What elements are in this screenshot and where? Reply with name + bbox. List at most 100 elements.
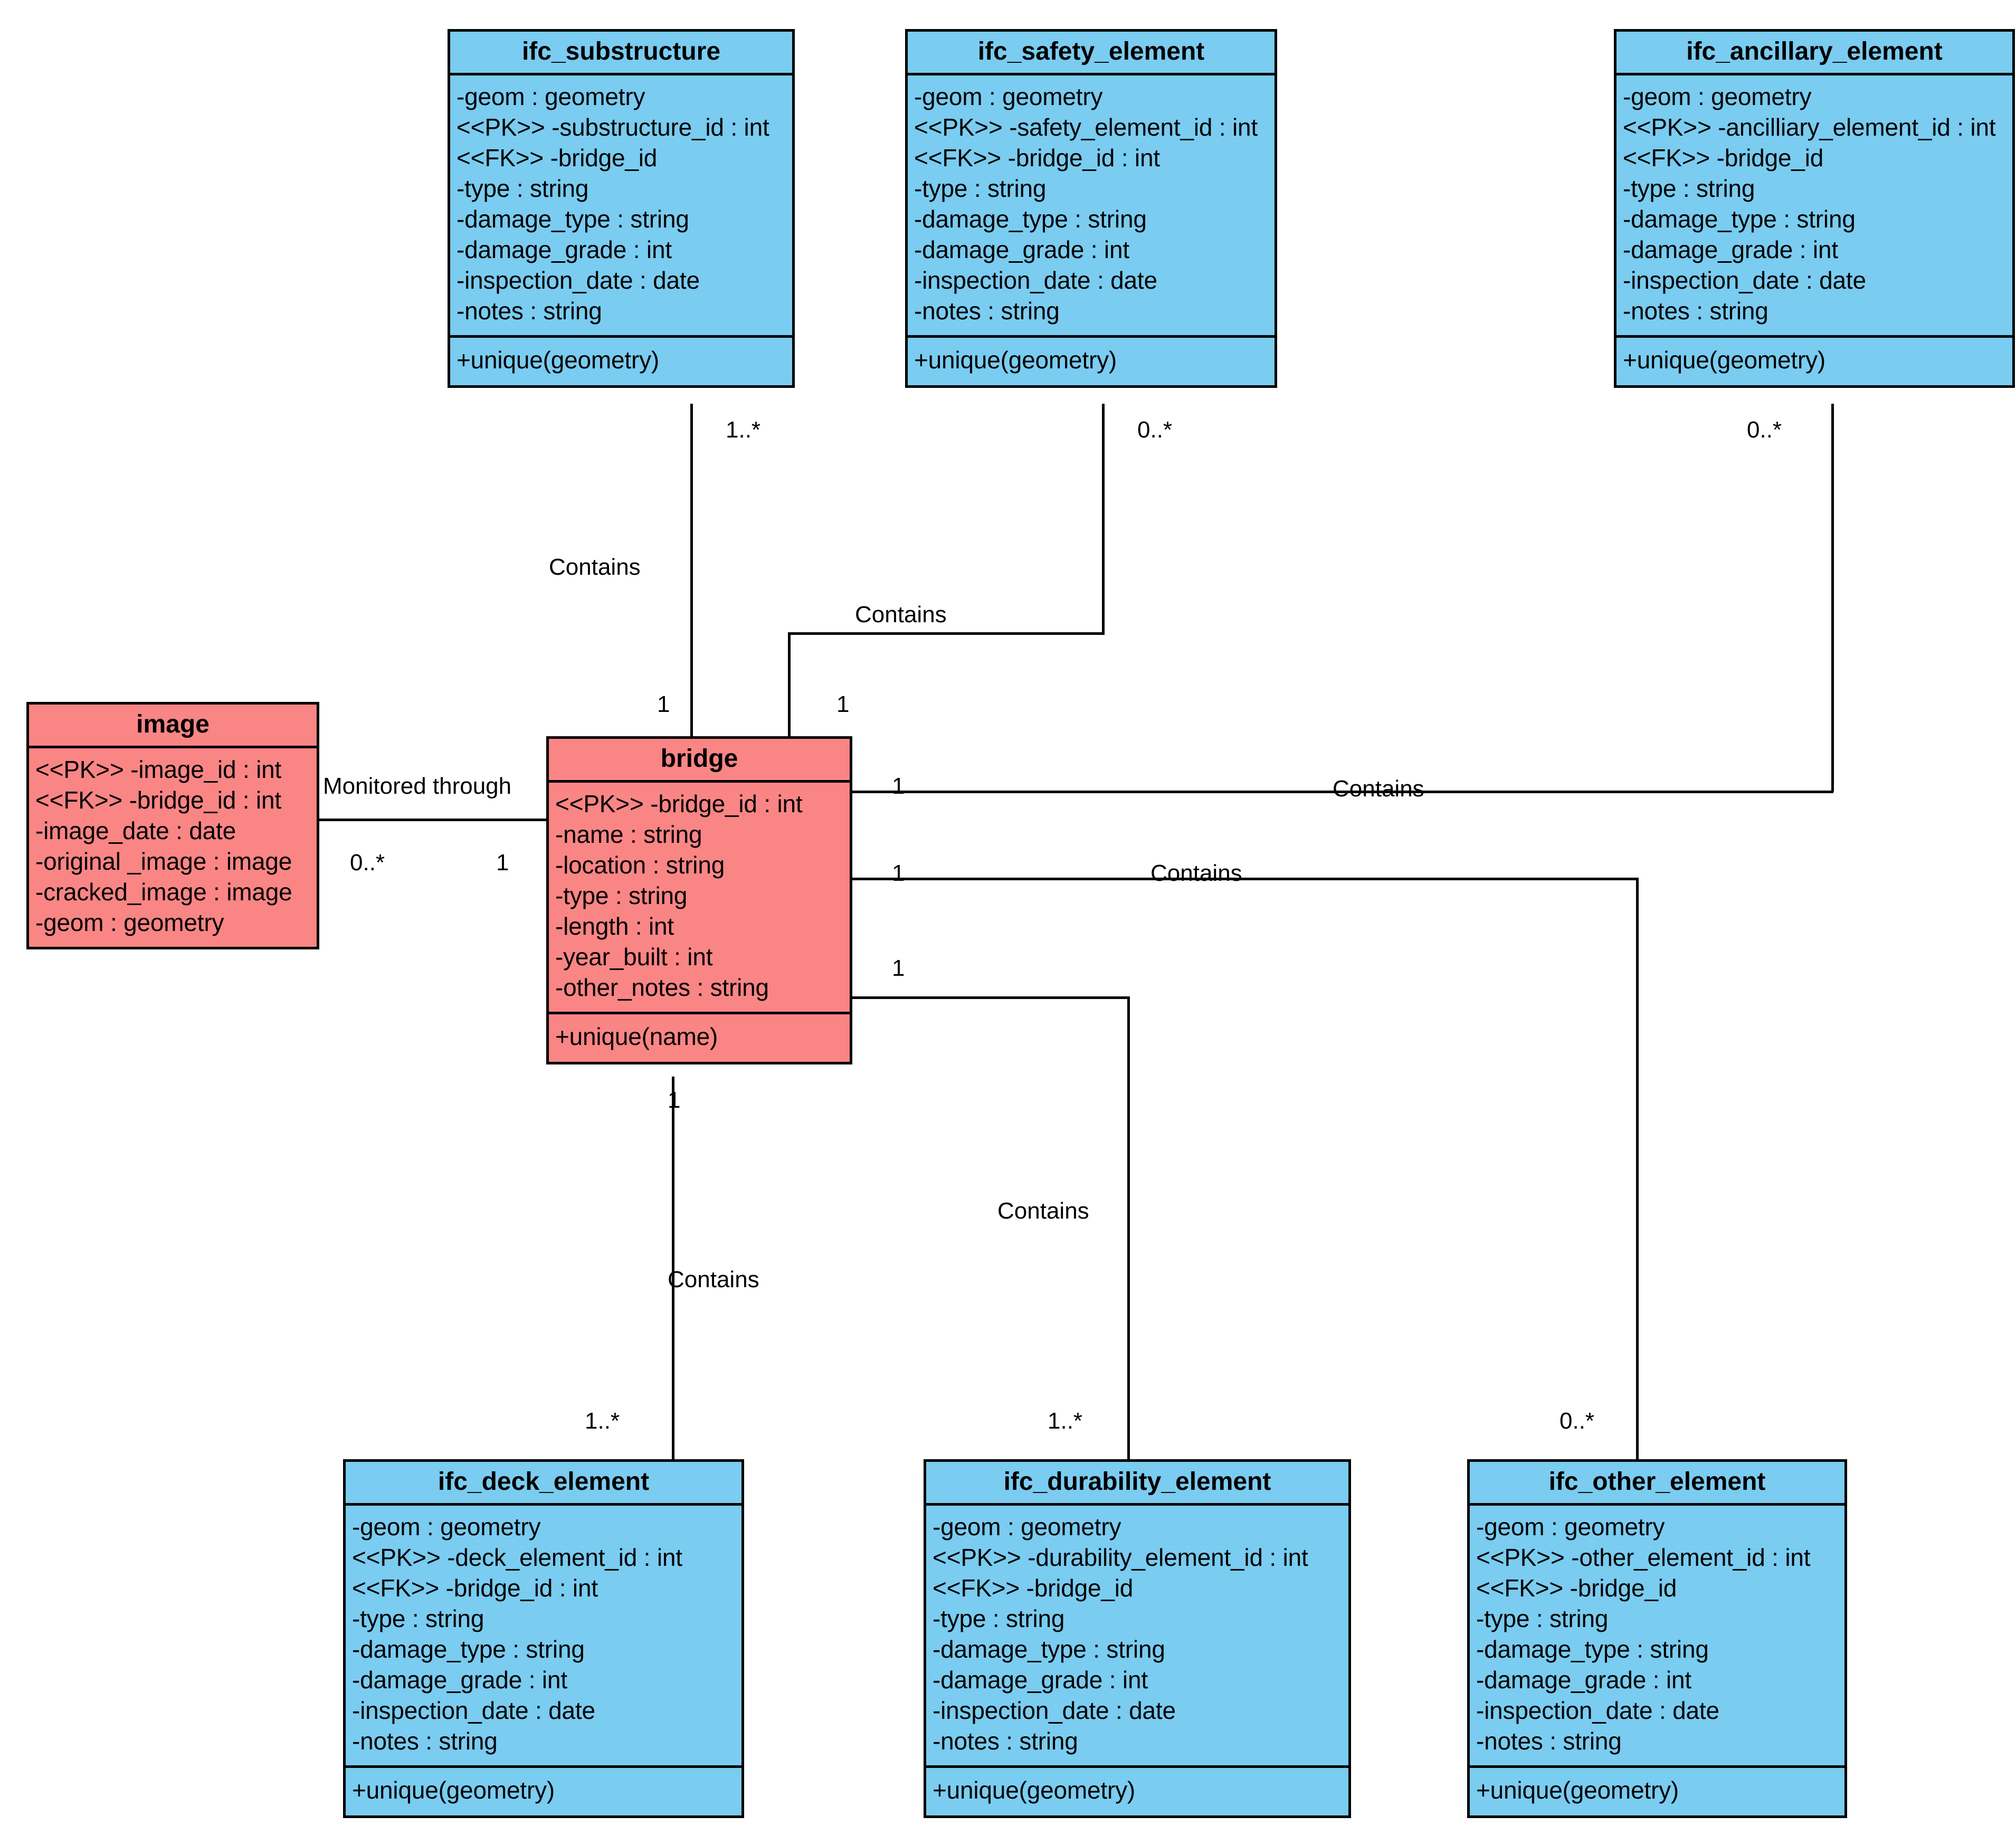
class-title-ifc-substructure: ifc_substructure xyxy=(450,32,792,75)
connector-bridge-substructure xyxy=(690,404,693,741)
class-title-bridge: bridge xyxy=(549,739,850,783)
multiplicity-substructure-top: 1..* xyxy=(726,417,761,443)
operation-row: +unique(geometry) xyxy=(1476,1776,1679,1804)
class-title-ifc-deck-element: ifc_deck_element xyxy=(346,1462,741,1506)
class-title-ifc-safety-element: ifc_safety_element xyxy=(908,32,1275,75)
multiplicity-bridge-side-image: 1 xyxy=(496,850,509,876)
attribute-row: -damage_grade : int xyxy=(933,1666,1148,1694)
class-operations-ifc-other-element: +unique(geometry) xyxy=(1470,1768,1844,1815)
attribute-row: -type : string xyxy=(1476,1605,1609,1632)
multiplicity-image-side: 0..* xyxy=(350,850,385,876)
class-operations-ifc-durability-element: +unique(geometry) xyxy=(926,1768,1348,1815)
connector-bridge-other-seg2 xyxy=(1636,878,1639,1461)
attribute-row: -damage_grade : int xyxy=(1476,1666,1691,1694)
class-title-ifc-ancillary-element: ifc_ancillary_element xyxy=(1616,32,2012,75)
attribute-row: -damage_type : string xyxy=(933,1635,1165,1663)
attribute-row: -geom : geometry xyxy=(933,1513,1121,1540)
connector-bridge-ancillary-seg1 xyxy=(851,791,1833,793)
attribute-row: -geom : geometry xyxy=(352,1513,541,1540)
attribute-row: -notes : string xyxy=(933,1727,1078,1755)
attribute-row: -image_date : date xyxy=(35,817,236,844)
class-operations-ifc-ancillary-element: +unique(geometry) xyxy=(1616,338,2012,385)
connector-bridge-safety-seg2 xyxy=(788,632,1105,635)
multiplicity-other-bottom: 0..* xyxy=(1559,1408,1595,1434)
class-attributes-ifc-other-element: -geom : geometry <<PK>> -other_element_i… xyxy=(1470,1506,1844,1768)
attribute-row: -notes : string xyxy=(1623,297,1768,325)
class-box-ifc-substructure[interactable]: ifc_substructure -geom : geometry <<PK>>… xyxy=(448,29,795,388)
label-contains-other: Contains xyxy=(1150,860,1242,886)
class-title-ifc-other-element: ifc_other_element xyxy=(1470,1462,1844,1506)
attribute-row: <<PK>> -bridge_id : int xyxy=(555,790,803,817)
attribute-row: <<FK>> -bridge_id : int xyxy=(35,786,281,814)
label-contains-ancillary: Contains xyxy=(1333,776,1424,802)
class-box-ifc-ancillary-element[interactable]: ifc_ancillary_element -geom : geometry <… xyxy=(1614,29,2015,388)
attribute-row: -length : int xyxy=(555,912,674,940)
attribute-row: <<FK>> -bridge_id xyxy=(457,144,658,172)
attribute-row: -damage_type : string xyxy=(352,1635,585,1663)
class-box-ifc-safety-element[interactable]: ifc_safety_element -geom : geometry <<PK… xyxy=(905,29,1277,388)
operation-row: +unique(geometry) xyxy=(1623,346,1825,374)
attribute-row: -type : string xyxy=(933,1605,1065,1632)
attribute-row: -inspection_date : date xyxy=(352,1697,595,1724)
class-operations-bridge: +unique(name) xyxy=(549,1014,850,1062)
class-box-image[interactable]: image <<PK>> -image_id : int <<FK>> -bri… xyxy=(26,702,319,949)
class-box-ifc-deck-element[interactable]: ifc_deck_element -geom : geometry <<PK>>… xyxy=(343,1459,744,1818)
multiplicity-bridge-durability: 1 xyxy=(892,955,905,981)
attribute-row: -inspection_date : date xyxy=(933,1697,1176,1724)
operation-row: +unique(geometry) xyxy=(352,1776,555,1804)
attribute-row: -damage_grade : int xyxy=(352,1666,567,1694)
attribute-row: -type : string xyxy=(555,882,688,909)
attribute-row: -type : string xyxy=(914,175,1047,202)
attribute-row: <<PK>> -other_element_id : int xyxy=(1476,1544,1811,1571)
multiplicity-bridge-substructure: 1 xyxy=(657,691,670,717)
class-box-ifc-other-element[interactable]: ifc_other_element -geom : geometry <<PK>… xyxy=(1467,1459,1847,1818)
attribute-row: <<FK>> -bridge_id : int xyxy=(914,144,1160,172)
attribute-row: <<PK>> -durability_element_id : int xyxy=(933,1544,1308,1571)
attribute-row: -damage_grade : int xyxy=(914,236,1129,263)
connector-bridge-durability-seg2 xyxy=(1127,996,1130,1461)
attribute-row: <<FK>> -bridge_id : int xyxy=(352,1574,598,1602)
attribute-row: <<PK>> -deck_element_id : int xyxy=(352,1544,682,1571)
multiplicity-ancillary-top: 0..* xyxy=(1747,417,1782,443)
attribute-row: -name : string xyxy=(555,821,702,848)
class-operations-ifc-safety-element: +unique(geometry) xyxy=(908,338,1275,385)
attribute-row: -notes : string xyxy=(1476,1727,1622,1755)
connector-bridge-other-seg1 xyxy=(851,878,1638,880)
attribute-row: <<FK>> -bridge_id xyxy=(1476,1574,1677,1602)
class-title-ifc-durability-element: ifc_durability_element xyxy=(926,1462,1348,1506)
class-attributes-ifc-deck-element: -geom : geometry <<PK>> -deck_element_id… xyxy=(346,1506,741,1768)
multiplicity-bridge-ancillary: 1 xyxy=(892,773,905,799)
operation-row: +unique(geometry) xyxy=(457,346,659,374)
connector-bridge-safety-seg1 xyxy=(788,633,791,743)
attribute-row: -geom : geometry xyxy=(35,909,224,936)
multiplicity-bridge-safety: 1 xyxy=(836,691,850,717)
attribute-row: -inspection_date : date xyxy=(457,267,700,294)
class-box-bridge[interactable]: bridge <<PK>> -bridge_id : int -name : s… xyxy=(546,736,852,1064)
attribute-row: -notes : string xyxy=(352,1727,498,1755)
class-operations-ifc-deck-element: +unique(geometry) xyxy=(346,1768,741,1815)
multiplicity-safety-top: 0..* xyxy=(1137,417,1173,443)
connector-bridge-ancillary-seg2 xyxy=(1831,404,1834,792)
multiplicity-deck-bottom: 1..* xyxy=(585,1408,620,1434)
attribute-row: -type : string xyxy=(352,1605,484,1632)
attribute-row: -geom : geometry xyxy=(1476,1513,1665,1540)
class-attributes-ifc-ancillary-element: -geom : geometry <<PK>> -ancilliary_elem… xyxy=(1616,75,2012,338)
label-contains-substructure: Contains xyxy=(549,554,641,580)
attribute-row: <<PK>> -substructure_id : int xyxy=(457,113,769,141)
attribute-row: -year_built : int xyxy=(555,943,713,971)
label-contains-safety: Contains xyxy=(855,602,947,627)
attribute-row: <<FK>> -bridge_id xyxy=(933,1574,1134,1602)
connector-bridge-durability-seg1 xyxy=(851,996,1129,999)
label-contains-deck: Contains xyxy=(668,1267,759,1292)
attribute-row: -original _image : image xyxy=(35,848,292,875)
attribute-row: -notes : string xyxy=(914,297,1060,325)
attribute-row: -damage_type : string xyxy=(1623,205,1856,233)
attribute-row: -geom : geometry xyxy=(457,83,645,110)
attribute-row: -inspection_date : date xyxy=(1476,1697,1719,1724)
class-attributes-ifc-durability-element: -geom : geometry <<PK>> -durability_elem… xyxy=(926,1506,1348,1768)
attribute-row: <<PK>> -ancilliary_element_id : int xyxy=(1623,113,1996,141)
attribute-row: -inspection_date : date xyxy=(914,267,1157,294)
class-box-ifc-durability-element[interactable]: ifc_durability_element -geom : geometry … xyxy=(924,1459,1351,1818)
attribute-row: <<PK>> -image_id : int xyxy=(35,756,282,783)
